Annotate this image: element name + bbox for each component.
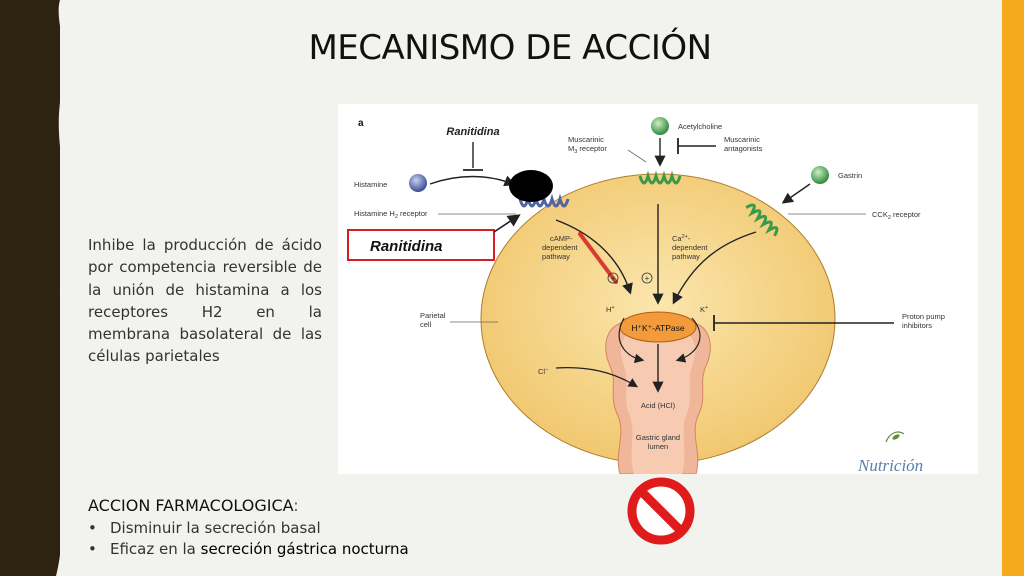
gastrin-signal-arrow <box>672 231 757 305</box>
bullet-text: Disminuir la secreción basal <box>110 519 321 537</box>
cck2-receptor <box>745 203 779 237</box>
left-decorative-band <box>0 0 60 576</box>
k-ion-arrow <box>675 317 701 363</box>
bullet-text: Eficaz en la <box>110 540 201 558</box>
muscarinic-leader <box>627 149 647 163</box>
mechanism-figure: H⁺K⁺-ATPase a Ranitidina Histamine Hista… <box>338 104 978 474</box>
plus-sign-left: + <box>611 274 616 283</box>
k-ion-label: K+ <box>700 305 708 314</box>
gastrin-molecule <box>811 166 829 184</box>
histamine-molecule <box>409 174 427 192</box>
gastrin-label: Gastrin <box>838 171 862 180</box>
muscarinic-receptor <box>638 170 682 185</box>
acetylcholine-label: Acetylcholine <box>678 122 722 131</box>
camp-arrow <box>555 219 633 295</box>
ranitidina-top-label: Ranitidina <box>446 126 499 138</box>
no-entry-icon <box>624 474 698 553</box>
pharmacological-action-list: • Disminuir la secreción basal • Eficaz en… <box>88 518 409 560</box>
plus-sign-right: + <box>645 274 650 283</box>
h-ion-arrow <box>618 317 645 364</box>
plus-circle-right <box>641 272 653 284</box>
torn-edge <box>56 0 60 576</box>
plus-circle-left <box>607 272 619 284</box>
pharmacological-action: ACCION FARMACOLOGICA: • Disminuir la secr… <box>88 496 409 560</box>
h-ion-label: H+ <box>606 305 615 314</box>
parietal-cell-diagram: H⁺K⁺-ATPase a Ranitidina Histamine Hista… <box>347 117 945 474</box>
histamine-arrow <box>429 175 516 187</box>
bullet-emphasis: secreción gástrica nocturna <box>200 540 409 558</box>
cl-ion-arrow <box>555 367 639 388</box>
pump-label: H⁺K⁺-ATPase <box>631 323 684 333</box>
lumen-inner <box>620 330 696 474</box>
ranitidina-highlight-box <box>347 229 495 261</box>
slide-title: MECANISMO DE ACCIÓN <box>308 28 712 68</box>
cck2-receptor-label: CCK2 receptor <box>872 210 921 221</box>
description-text: Inhibe la producción de ácido por compet… <box>88 236 322 366</box>
acetylcholine-molecule <box>651 117 669 135</box>
acid-label: Acid (HCl) <box>641 401 676 410</box>
h2-receptor-label: Histamine H2 receptor <box>354 209 428 220</box>
gastrin-arrow <box>781 183 811 204</box>
nutricion-watermark: Nutrición <box>857 431 923 474</box>
list-item: • Eficaz en la secreción gástrica nocturn… <box>88 539 409 560</box>
cl-ion-label: Cl− <box>538 367 548 376</box>
right-accent-band <box>1002 0 1024 576</box>
bullet: • <box>88 519 97 537</box>
ranitidine-pointer-arrow <box>493 214 521 233</box>
watermark-text: Nutrición <box>857 456 923 474</box>
ranitidina-box-label: Ranitidina <box>370 238 443 255</box>
bullet: • <box>88 540 97 558</box>
ranitidine-molecule <box>509 170 553 202</box>
list-item: • Disminuir la secreción basal <box>88 518 409 539</box>
pharmacological-action-heading: ACCION FARMACOLOGICA: <box>88 496 299 515</box>
panel-letter: a <box>358 118 364 129</box>
histamine-label: Histamine <box>354 180 387 189</box>
